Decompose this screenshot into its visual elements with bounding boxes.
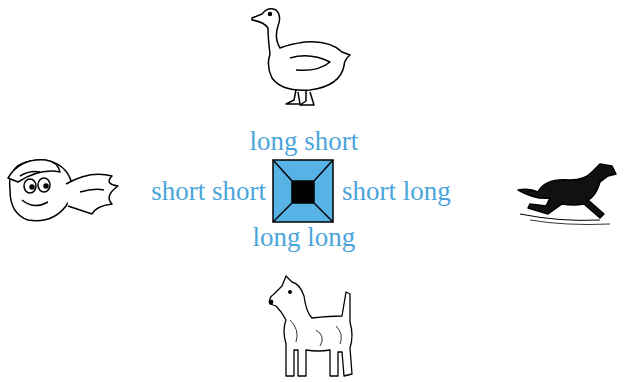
terrier-drawing [269,276,352,376]
caption-label: long long [253,223,356,253]
frame-square [273,160,333,222]
cartoon-bird-drawing [8,160,118,221]
caption-label: short long [342,177,451,207]
caption-label: long short [250,127,359,157]
goose-drawing [252,9,350,105]
caption-label: short short [151,177,266,207]
horse-drawing [518,164,616,225]
